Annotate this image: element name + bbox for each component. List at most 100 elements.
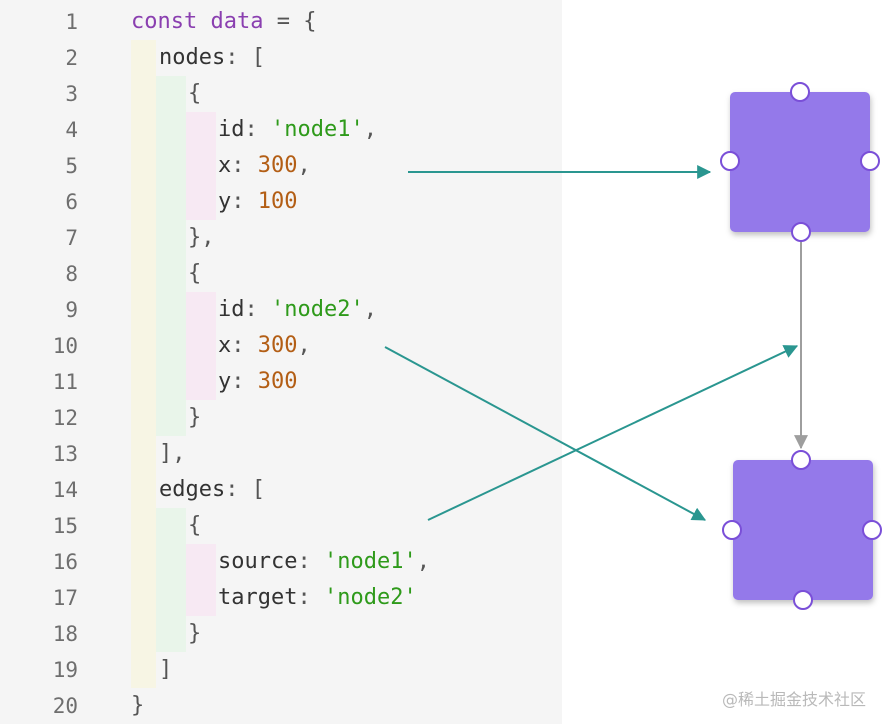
code-line: { [188,256,201,292]
code-token: source [218,549,298,574]
code-token: } [188,405,202,430]
line-number: 11 [52,370,78,394]
code-line: source: 'node1', [218,544,430,580]
indent-guide-level-1 [131,40,156,688]
code-token: : [297,585,324,610]
code-line: x: 300, [218,328,311,364]
line-number: 4 [65,118,78,142]
code-line: const data = { [131,4,316,40]
code-token: { [188,513,202,538]
line-number: 20 [52,694,78,718]
code-line: } [188,616,201,652]
code-token: = { [263,9,317,34]
code-token: edges [159,477,226,502]
code-line: nodes: [ [159,40,265,76]
line-number: 1 [65,10,78,34]
code-token: : [244,297,271,322]
code-token: 'node2' [271,297,364,322]
code-token: : [231,189,258,214]
code-line: edges: [ [159,472,265,508]
line-number: 6 [65,190,78,214]
node2-port-right[interactable] [862,520,882,540]
code-line: ], [159,436,186,472]
line-number: 10 [52,334,78,358]
line-number: 13 [52,442,78,466]
code-token: ], [159,441,186,466]
node1[interactable] [720,82,880,242]
code-token: 300 [257,153,298,178]
line-number: 8 [65,262,78,286]
code-token: , [297,153,311,178]
code-token: , [297,333,311,358]
code-line: { [188,508,201,544]
code-line: { [188,76,201,112]
annotation-arrow-edge [427,345,799,521]
code-token: const data [131,9,264,34]
line-number: 15 [52,514,78,538]
code-token: 300 [257,369,298,394]
line-number: 9 [65,298,78,322]
code-token: id [218,297,245,322]
node1-port-right[interactable] [860,151,880,171]
node2-port-left[interactable] [722,520,742,540]
code-token: : [231,333,258,358]
code-line: y: 100 [218,184,298,220]
code-token: : [ [225,477,265,502]
code-token: 'node1' [271,117,364,142]
line-number: 16 [52,550,78,574]
indent-guide-level-2-edges [156,508,186,652]
line-number: 17 [52,586,78,610]
code-line: } [131,688,144,724]
code-line: ] [159,652,172,688]
code-token: 100 [257,189,298,214]
node1-port-bottom[interactable] [791,222,811,242]
code-line: id: 'node2', [218,292,377,328]
indent-guide-level-3-node1 [186,112,216,220]
code-token: } [188,621,202,646]
node1-port-left[interactable] [720,151,740,171]
node1-port-top[interactable] [790,82,810,102]
code-line: id: 'node1', [218,112,377,148]
code-line: target: 'node2' [218,580,417,616]
code-token: 300 [257,333,298,358]
code-token: 'node1' [323,549,417,574]
code-token: : [231,153,258,178]
code-token: , [416,549,430,574]
code-token: x [218,153,232,178]
code-token: id [218,117,245,142]
code-token: }, [188,225,215,250]
code-token: } [131,693,145,718]
code-token: y [218,369,232,394]
code-line: y: 300 [218,364,298,400]
code-token: : [244,117,271,142]
watermark: @稀土掘金技术社区 [721,690,866,709]
code-line: x: 300, [218,148,311,184]
code-line: }, [188,220,215,256]
node2-port-bottom[interactable] [793,590,813,610]
indent-guide-level-3-node2 [186,292,216,400]
line-number: 18 [52,622,78,646]
code-token: { [188,81,202,106]
line-number: 5 [65,154,78,178]
node2[interactable] [722,450,882,610]
node1-body[interactable] [730,92,870,232]
code-token: , [363,297,377,322]
code-token: nodes [159,45,226,70]
line-number: 2 [65,46,78,70]
code-token: x [218,333,232,358]
indent-guide-level-3-edge [186,544,216,616]
node2-port-top[interactable] [791,450,811,470]
code-token: target [218,585,298,610]
line-number: 19 [52,658,78,682]
indent-guide-level-2-nodes [156,76,186,436]
line-number: 14 [52,478,78,502]
code-token: , [363,117,377,142]
code-token: { [188,261,202,286]
node2-body[interactable] [733,460,873,600]
line-number: 3 [65,82,78,106]
code-token: : [297,549,324,574]
code-token: : [231,369,258,394]
line-number: 12 [52,406,78,430]
code-token: y [218,189,232,214]
